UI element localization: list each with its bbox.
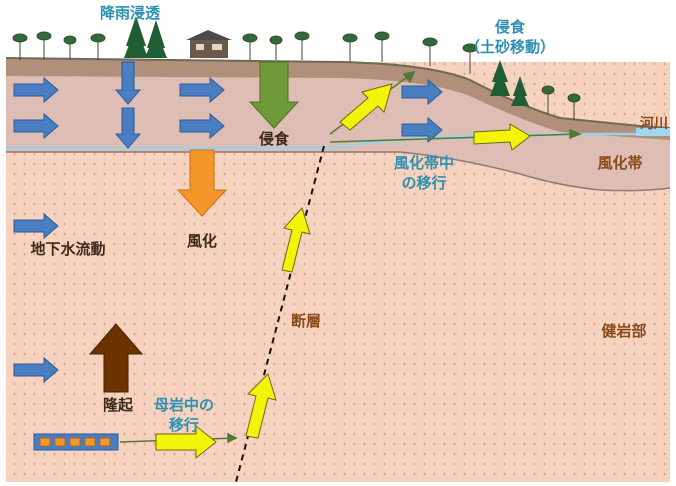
surface-soil (6, 58, 670, 140)
river-channel (636, 128, 670, 136)
flow-arrow (179, 112, 225, 140)
flow-arrow (13, 212, 59, 240)
flow-arrow (401, 78, 443, 106)
weathering-front (6, 151, 671, 192)
label-migration-host: 母岩中の (154, 396, 214, 414)
infiltration-arrow (114, 61, 142, 105)
infiltration-arrow (114, 107, 142, 149)
migration-arrow (339, 83, 393, 131)
label-sound-rock: 健岩部 (601, 322, 646, 340)
tree-icons (12, 31, 581, 120)
house-icon (186, 30, 232, 58)
flow-arrow (401, 116, 443, 144)
flow-arrow (179, 76, 225, 104)
label-erosion-center: 侵食 (258, 130, 290, 148)
migration-arrows (155, 83, 531, 460)
migration-arrow (245, 373, 277, 439)
label-migration-weathered: 風化帯中 (394, 154, 454, 172)
migration-arrow (281, 207, 311, 273)
flow-arrow (13, 112, 59, 140)
label-weathering: 風化 (187, 232, 217, 250)
flow-arrow (13, 356, 59, 384)
label-migration-host-sub: 移行 (169, 416, 199, 434)
label-river: 河川 (640, 115, 668, 132)
migration-arrow (473, 123, 531, 151)
label-erosion-top-sub: （土砂移動） (465, 38, 555, 56)
repository-icon (33, 433, 119, 451)
uplift-arrow (88, 323, 144, 393)
migration-arrow (155, 424, 217, 460)
groundwater-flow-arrows (13, 61, 443, 384)
label-uplift: 隆起 (103, 396, 134, 414)
label-weathered-zone: 風化帯 (597, 154, 642, 172)
label-fault: 断層 (291, 312, 321, 330)
label-groundwater-flow: 地下水流動 (30, 240, 105, 258)
label-rain-infiltration: 降雨浸透 (100, 4, 161, 22)
conifer-icons (124, 16, 529, 106)
flow-arrow (13, 76, 59, 104)
label-erosion-top: 侵食 (494, 18, 526, 36)
weathered-layer (6, 62, 670, 191)
label-migration-weathered-sub: の移行 (401, 174, 446, 192)
erosion-arrow (248, 61, 300, 129)
weathering-arrow (176, 149, 228, 217)
